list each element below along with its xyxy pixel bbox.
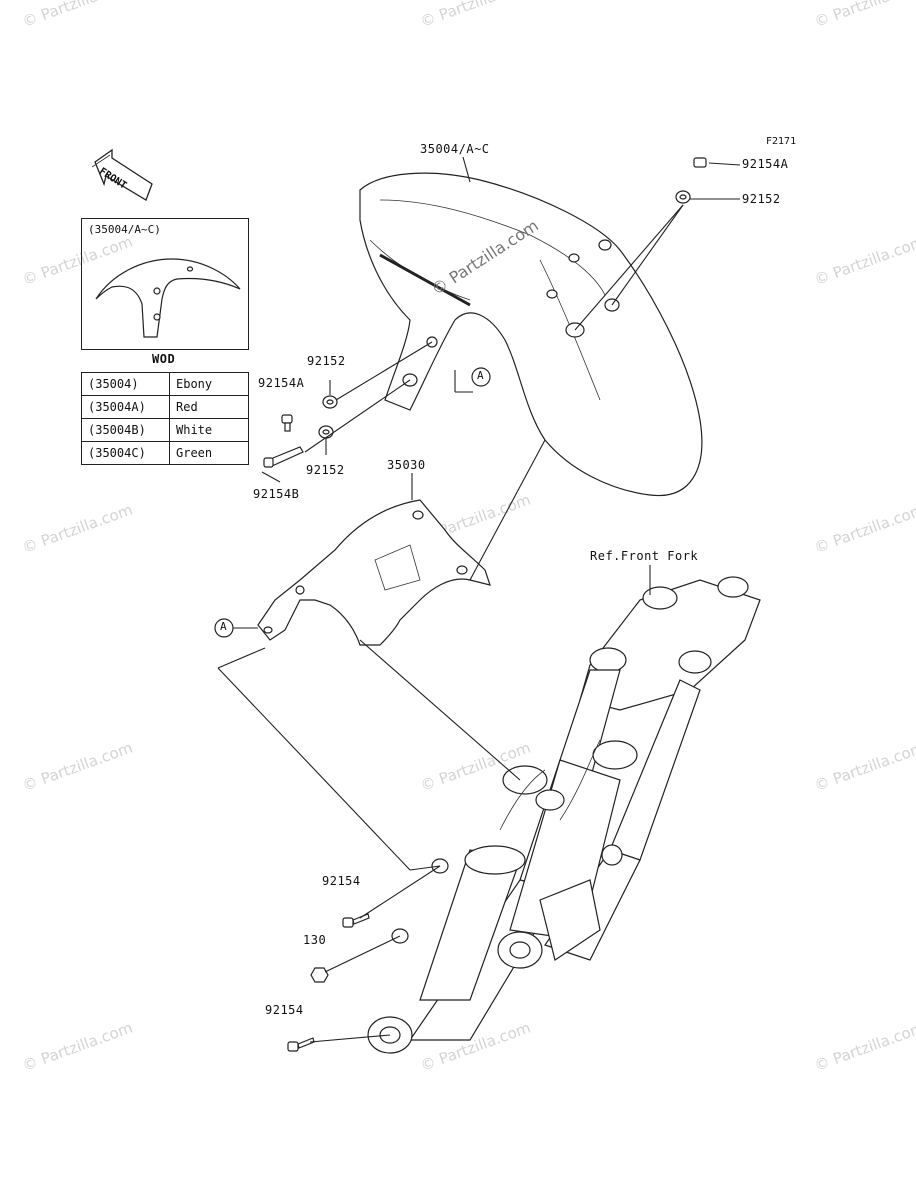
color-table: (35004) Ebony (35004A) Red (35004B) Whit…: [81, 372, 249, 465]
leader-lines: [217, 156, 741, 1043]
bracket-part: [257, 499, 491, 646]
callout-washer-top: 92152: [742, 192, 781, 206]
table-row: (35004A) Red: [81, 395, 249, 419]
table-row: (35004B) White: [81, 418, 249, 442]
bolt-92154-lower-2-icon: [287, 1037, 315, 1052]
callout-washer-left-upper: 92152: [307, 354, 346, 368]
callout-washer-left-lower: 92152: [306, 463, 345, 477]
callout-bolt-top: 92154A: [742, 157, 789, 171]
table-row: (35004C) Green: [81, 441, 249, 465]
washer-92152-top-icon: [675, 190, 691, 204]
bolt-92154a-top-icon: [693, 157, 707, 168]
inset-fender-drawing: [95, 258, 241, 338]
inset-variant-box: (35004/A~C): [81, 218, 249, 350]
color-code: (35004B): [81, 418, 170, 442]
bolt-92154-lower-1-icon: [342, 913, 370, 928]
inset-caption: WOD: [152, 352, 176, 366]
color-name: Ebony: [169, 372, 249, 396]
front-fender-part: [359, 172, 703, 497]
bolt-130-icon: [310, 967, 329, 983]
callout-ref-fork: Ref.Front Fork: [590, 549, 699, 563]
callout-bracket: 35030: [387, 458, 426, 472]
color-name: Red: [169, 395, 249, 419]
washer-92152-upper-icon: [322, 395, 338, 409]
color-name: Green: [169, 441, 249, 465]
color-code: (35004C): [81, 441, 170, 465]
callout-fender: 35004/A~C: [420, 142, 490, 156]
front-fork-part: [367, 576, 761, 1054]
ref-circle-a-icon: [214, 367, 491, 638]
callout-bolt-130: 130: [303, 933, 327, 947]
ref-label-a: A: [477, 369, 485, 382]
callout-bolt-long: 92154B: [253, 487, 300, 501]
color-code: (35004): [81, 372, 170, 396]
callout-bolt-lower-2: 92154: [265, 1003, 304, 1017]
front-arrow-icon: [91, 148, 153, 201]
ref-label-a: A: [220, 620, 228, 633]
color-code: (35004A): [81, 395, 170, 419]
inset-title: (35004/A~C): [88, 223, 161, 236]
callout-bolt-lower-1: 92154: [322, 874, 361, 888]
bolt-92154a-left-icon: [281, 414, 293, 432]
table-row: (35004) Ebony: [81, 372, 249, 396]
figure-code: F2171: [766, 136, 797, 147]
callout-bolt-left: 92154A: [258, 376, 305, 390]
washer-92152-lower-icon: [318, 425, 334, 439]
color-name: White: [169, 418, 249, 442]
bolt-92154b-icon: [263, 446, 304, 468]
